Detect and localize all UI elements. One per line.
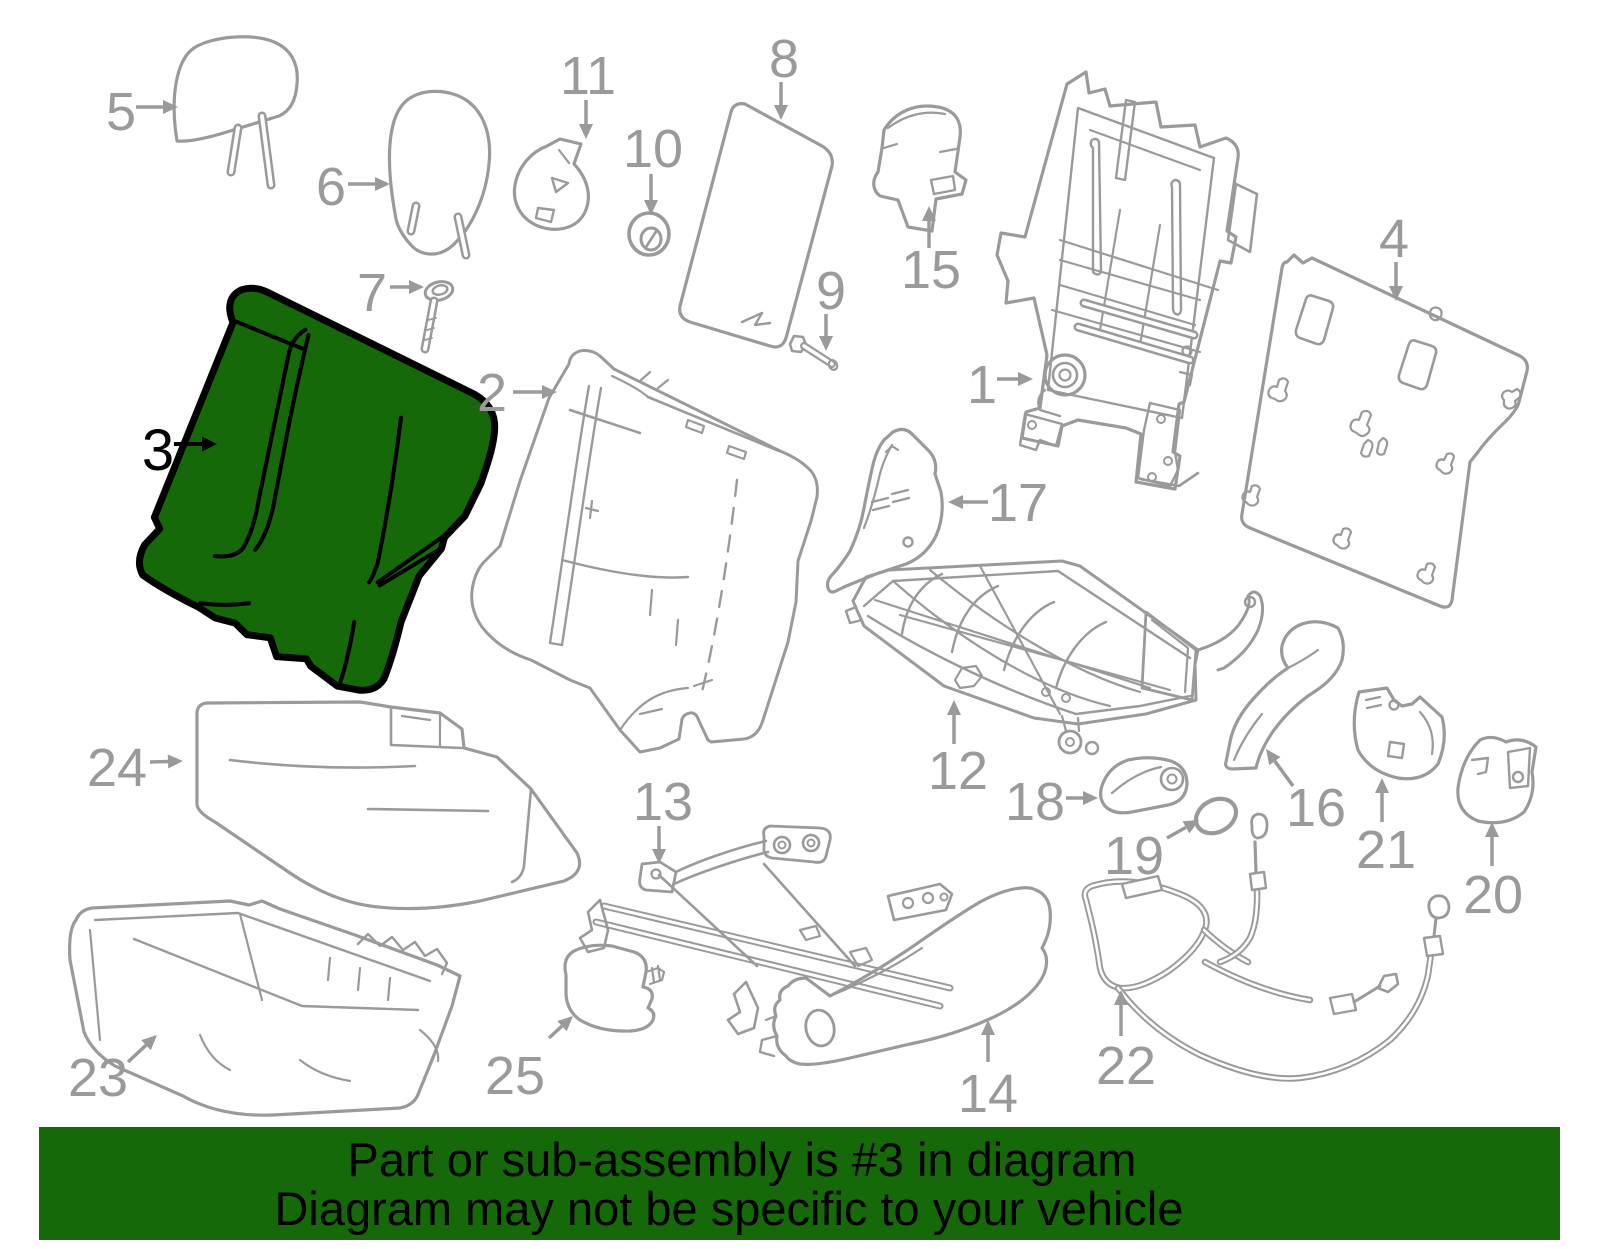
svg-text:4: 4 xyxy=(1379,209,1409,269)
svg-text:12: 12 xyxy=(928,741,988,801)
svg-text:24: 24 xyxy=(87,738,147,798)
svg-text:20: 20 xyxy=(1463,865,1523,925)
svg-text:18: 18 xyxy=(1005,772,1065,832)
svg-text:17: 17 xyxy=(988,473,1048,533)
svg-text:2: 2 xyxy=(477,363,507,423)
svg-text:19: 19 xyxy=(1104,826,1164,886)
svg-text:7: 7 xyxy=(357,263,387,323)
svg-text:23: 23 xyxy=(68,1048,128,1108)
svg-text:14: 14 xyxy=(958,1064,1018,1124)
svg-text:Part or sub-assembly is #3 in: Part or sub-assembly is #3 in diagram xyxy=(348,1133,1137,1186)
svg-text:9: 9 xyxy=(816,261,846,321)
svg-text:16: 16 xyxy=(1286,778,1346,838)
svg-text:6: 6 xyxy=(316,157,346,217)
svg-text:Diagram may not be specific to: Diagram may not be specific to your vehi… xyxy=(274,1182,1183,1235)
svg-text:10: 10 xyxy=(623,119,683,179)
svg-text:15: 15 xyxy=(901,240,961,300)
svg-text:21: 21 xyxy=(1356,820,1416,880)
svg-text:3: 3 xyxy=(142,418,174,483)
svg-text:13: 13 xyxy=(633,772,693,832)
svg-text:25: 25 xyxy=(485,1046,545,1106)
svg-text:8: 8 xyxy=(769,29,799,89)
svg-text:11: 11 xyxy=(560,46,616,106)
svg-text:5: 5 xyxy=(106,82,136,142)
svg-text:22: 22 xyxy=(1096,1036,1156,1096)
svg-text:1: 1 xyxy=(967,355,997,415)
